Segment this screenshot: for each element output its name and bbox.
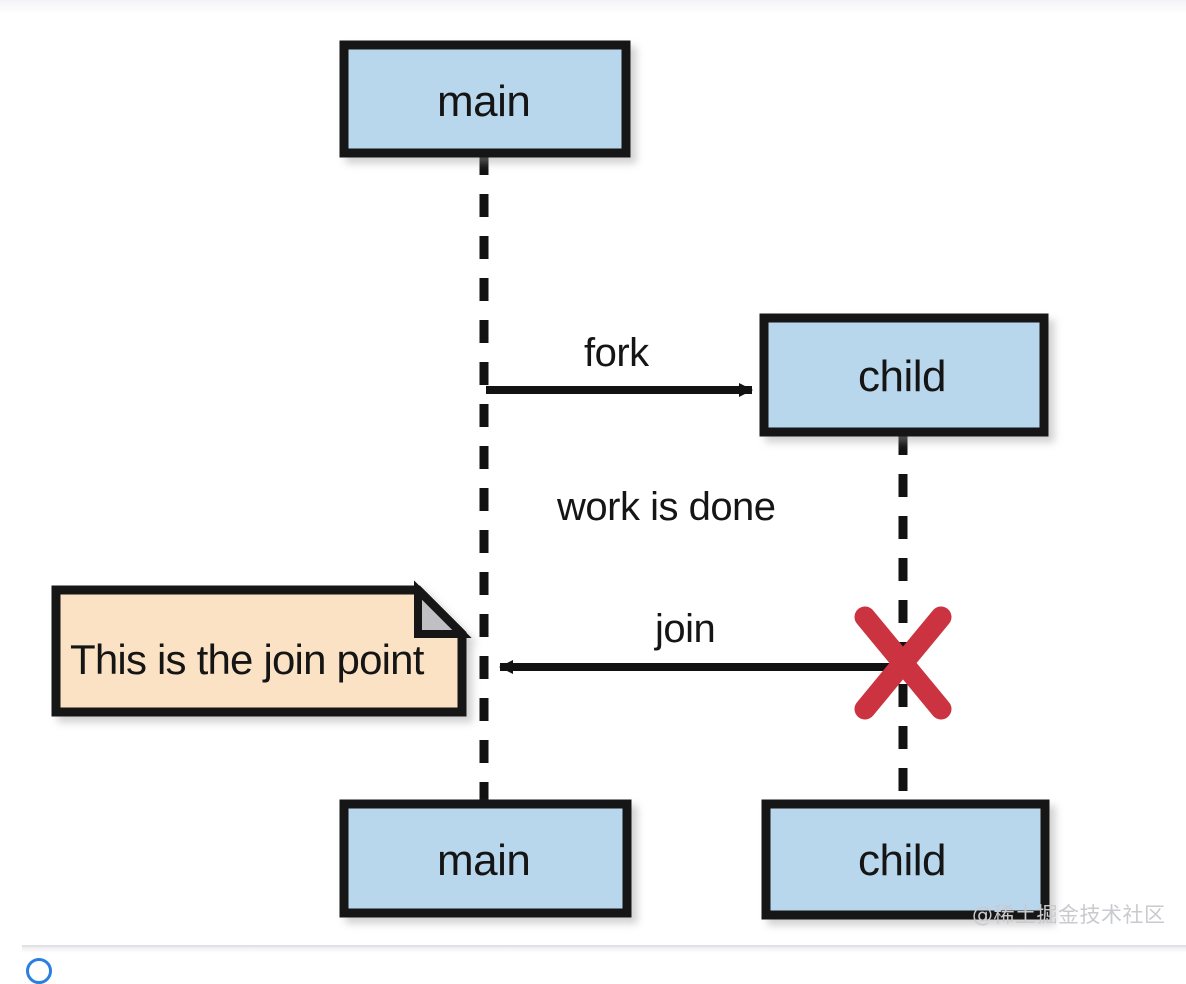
participant-box-child-top	[759, 313, 1049, 437]
bottom-shadow	[22, 947, 1186, 953]
bottom-divider	[22, 945, 1186, 947]
participant-box-main-top	[339, 40, 631, 158]
work-is-done-label: work is done	[557, 485, 776, 529]
participant-label-child-top: child	[858, 352, 947, 401]
top-edge-band	[0, 0, 1186, 14]
fork-message-label: fork	[584, 331, 649, 375]
participant-box-main-bottom	[339, 799, 632, 918]
join-message-label: join	[655, 607, 716, 651]
watermark-label: @稀土掘金技术社区	[972, 903, 1166, 927]
participant-box-child-bottom	[761, 799, 1050, 920]
join-point-note-shape	[51, 580, 472, 717]
participant-label-child-bottom: child	[858, 836, 947, 885]
blue-circle-icon[interactable]	[26, 958, 52, 984]
participant-label-main-bottom: main	[437, 836, 531, 885]
child-destroy-x-icon	[854, 606, 952, 720]
join-point-note-text: This is the join point	[70, 636, 424, 683]
participant-label-main-top: main	[437, 77, 531, 126]
